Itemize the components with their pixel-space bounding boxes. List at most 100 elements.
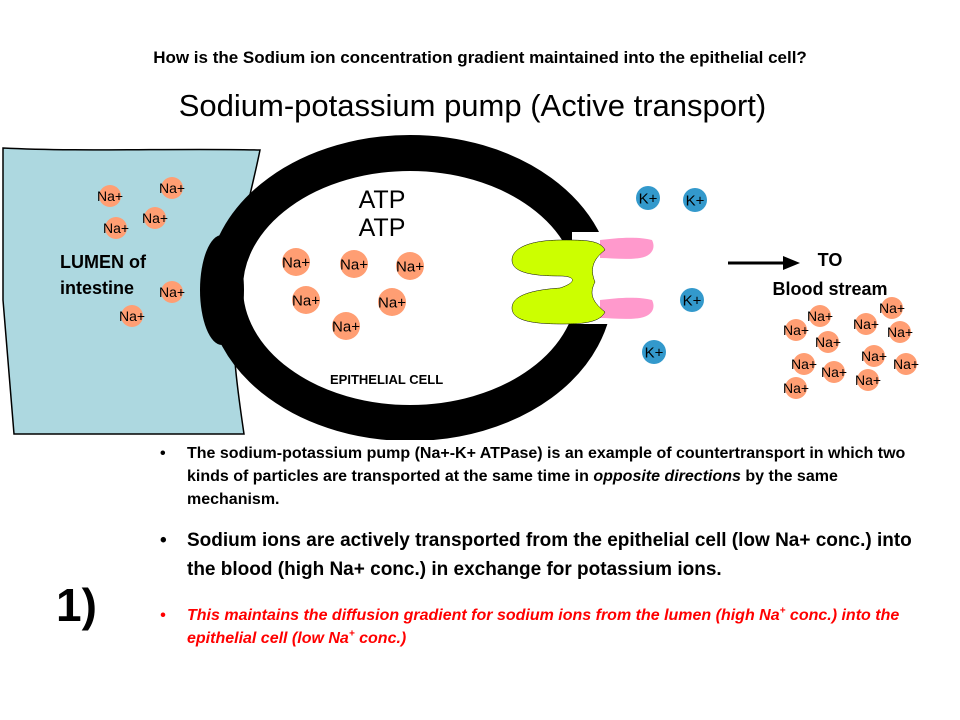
blood-sodium-ion: Na+ <box>821 361 847 383</box>
blood-sodium-ion: Na+ <box>861 345 887 367</box>
potassium-ion-circle <box>642 340 666 364</box>
bullet-3-text-a: This maintains the diffusion gradient fo… <box>187 607 780 624</box>
blood-sodium-ion: Na+ <box>783 319 809 341</box>
bullet-1-text-a: The sodium-potassium pump (Na+-K+ ATPase… <box>187 445 906 485</box>
potassium-ion: K+ <box>683 188 707 212</box>
cell-sodium-ion-label: Na+ <box>332 318 360 335</box>
superscript-plus: + <box>348 628 355 640</box>
blood-sodium-ion-label: Na+ <box>879 300 905 316</box>
blood-sodium-ion-label: Na+ <box>783 380 809 396</box>
potassium-ion-circle <box>683 188 707 212</box>
cell-sodium-ion: Na+ <box>396 252 424 280</box>
blood-sodium-ion-circle <box>785 319 807 341</box>
lumen-sodium-ion: Na+ <box>159 281 185 303</box>
potassium-ion-label: K+ <box>683 292 702 309</box>
cell-sodium-ion-circle <box>340 250 368 278</box>
blood-sodium-ion-circle <box>895 353 917 375</box>
pump-gate-bottom <box>600 297 654 319</box>
lumen-sodium-ion-label: Na+ <box>159 284 185 300</box>
cell-sodium-ion-circle <box>396 252 424 280</box>
step-number: 1) <box>56 579 97 631</box>
blood-sodium-ion-label: Na+ <box>861 348 887 364</box>
lumen-sodium-ion: Na+ <box>159 177 185 199</box>
lumen-sodium-ion: Na+ <box>142 207 168 229</box>
lumen-label-line1: LUMEN of <box>60 252 147 272</box>
blood-sodium-ion-circle <box>809 305 831 327</box>
blood-sodium-ion-label: Na+ <box>815 334 841 350</box>
lumen-sodium-ion: Na+ <box>103 217 129 239</box>
lumen-sodium-ion-label: Na+ <box>103 220 129 236</box>
blood-sodium-ion: Na+ <box>855 369 881 391</box>
lumen-sodium-ion-circle <box>161 281 183 303</box>
potassium-ion-label: K+ <box>639 190 658 207</box>
bullet-diffusion-gradient: • This maintains the diffusion gradient … <box>160 604 920 650</box>
bullet-3-text-b: conc.) into the epithelial cell (low Na <box>187 607 900 647</box>
blood-sodium-ion: Na+ <box>893 353 919 375</box>
blood-sodium-ion-circle <box>785 377 807 399</box>
blood-label-line2: Blood stream <box>772 279 887 299</box>
blood-sodium-ion: Na+ <box>807 305 833 327</box>
blood-sodium-ion-circle <box>889 321 911 343</box>
bullet-dot: • <box>160 445 166 462</box>
lumen-sodium-ion: Na+ <box>97 185 123 207</box>
blood-sodium-ion: Na+ <box>853 313 879 335</box>
blood-sodium-ion-circle <box>857 369 879 391</box>
cell-sodium-ion-circle <box>282 248 310 276</box>
bullet-3-text-c: conc.) <box>354 630 407 647</box>
lumen-sodium-ion-circle <box>99 185 121 207</box>
blood-sodium-ion-circle <box>881 297 903 319</box>
blood-arrow-head <box>783 256 800 270</box>
blood-sodium-ion-label: Na+ <box>807 308 833 324</box>
lumen-sodium-ion-label: Na+ <box>159 180 185 196</box>
potassium-ion-circle <box>636 186 660 210</box>
bullet-1-emphasis: opposite directions <box>593 468 741 485</box>
atp-label-2: ATP <box>359 214 406 242</box>
potassium-ion: K+ <box>636 186 660 210</box>
cell-sodium-ion-label: Na+ <box>396 258 424 275</box>
epithelial-cell-label: EPITHELIAL CELL <box>330 372 443 387</box>
page-title: Sodium-potassium pump (Active transport) <box>178 88 767 123</box>
cell-sodium-ion-label: Na+ <box>292 292 320 309</box>
cell-sodium-ion: Na+ <box>340 250 368 278</box>
potassium-ion: K+ <box>680 288 704 312</box>
blood-sodium-ion: Na+ <box>887 321 913 343</box>
potassium-ion-label: K+ <box>645 344 664 361</box>
blood-sodium-ion-circle <box>817 331 839 353</box>
lumen-sodium-ion-circle <box>121 305 143 327</box>
lumen-sodium-ion-label: Na+ <box>119 308 145 324</box>
lumen-sodium-ion-circle <box>105 217 127 239</box>
bullet-dot: • <box>160 530 167 551</box>
blood-label-line1: TO <box>818 250 843 270</box>
superscript-plus: + <box>779 605 786 617</box>
blood-sodium-ion-label: Na+ <box>893 356 919 372</box>
atp-label-1: ATP <box>359 186 406 214</box>
pump-diagram: ATP ATP LUMEN of intestine EPITHELIAL CE… <box>2 135 919 440</box>
membrane-bulge <box>200 235 244 345</box>
pump-gate-top <box>600 237 654 259</box>
blood-sodium-ion-label: Na+ <box>791 356 817 372</box>
blood-sodium-ion-circle <box>863 345 885 367</box>
cell-sodium-ion-circle <box>378 288 406 316</box>
blood-sodium-ion: Na+ <box>879 297 905 319</box>
blood-sodium-ion-circle <box>823 361 845 383</box>
cell-sodium-ion-label: Na+ <box>340 256 368 273</box>
lumen-sodium-ion-circle <box>144 207 166 229</box>
lumen-sodium-ion-label: Na+ <box>142 210 168 226</box>
lumen-sodium-ion-circle <box>161 177 183 199</box>
cell-sodium-ion: Na+ <box>378 288 406 316</box>
blood-sodium-ion: Na+ <box>783 377 809 399</box>
cell-sodium-ion: Na+ <box>332 312 360 340</box>
bullet-active-transport: • Sodium ions are actively transported f… <box>160 526 920 584</box>
lumen-sodium-ion: Na+ <box>119 305 145 327</box>
blood-sodium-ion-circle <box>793 353 815 375</box>
explanation-list: • The sodium-potassium pump (Na+-K+ ATPa… <box>160 442 920 650</box>
blood-sodium-ion-label: Na+ <box>821 364 847 380</box>
blood-sodium-ion-label: Na+ <box>855 372 881 388</box>
cell-sodium-ion-circle <box>292 286 320 314</box>
lumen-label-line2: intestine <box>60 278 134 298</box>
question-heading: How is the Sodium ion concentration grad… <box>153 48 807 67</box>
potassium-ion-circle <box>680 288 704 312</box>
cell-sodium-ion-label: Na+ <box>282 254 310 271</box>
cell-sodium-ion: Na+ <box>292 286 320 314</box>
blood-sodium-ion: Na+ <box>791 353 817 375</box>
